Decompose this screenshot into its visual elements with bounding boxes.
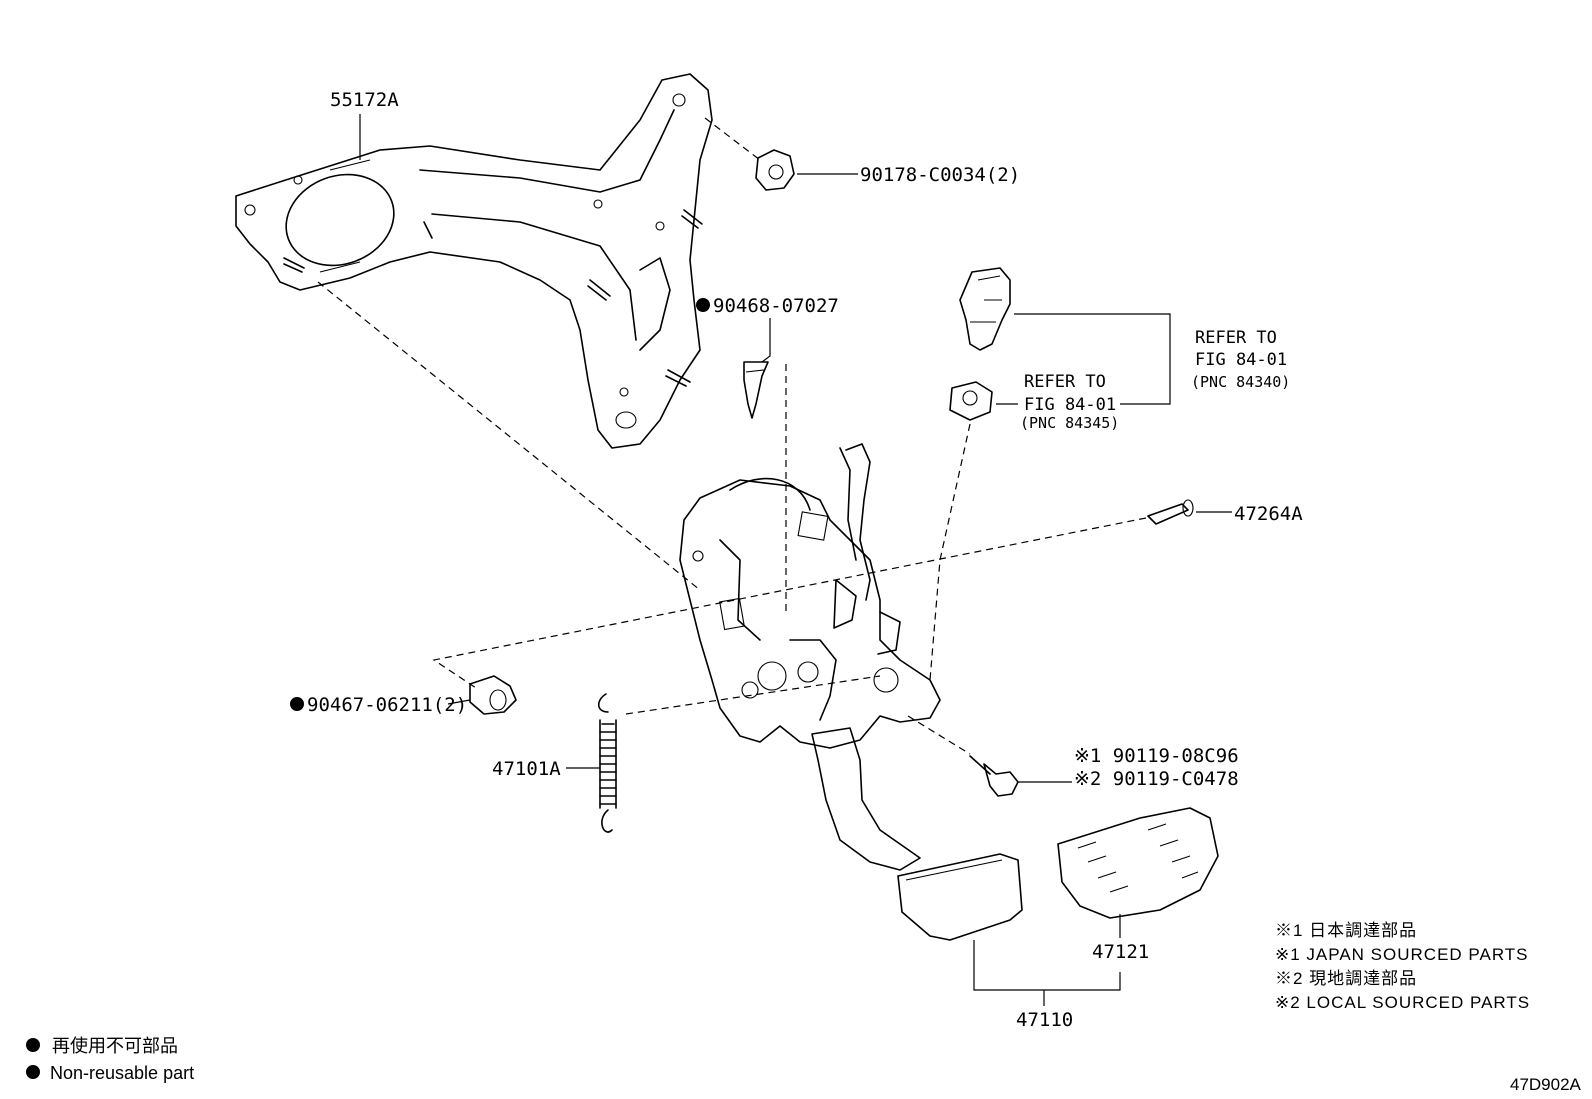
ref-cushion-pnc: (PNC 84345) (1020, 414, 1119, 432)
callout-90468-07027: 90468-07027 (713, 295, 839, 317)
clevis-pin-47264A (1147, 499, 1194, 525)
callout-47101A: 47101A (492, 758, 561, 780)
callout-47264A: 47264A (1234, 503, 1303, 525)
callout-90467-06211: 90467-06211(2) (307, 694, 467, 716)
bushing-90467-06211 (469, 675, 517, 715)
brake-pedal-support-assembly (679, 443, 941, 749)
legend-bullet-icon-2 (26, 1065, 40, 1079)
note-1-jp: ※1 日本調達部品 (1275, 921, 1417, 940)
non-reusable-marker-clip (696, 298, 710, 312)
note-2-jp: ※2 現地調達部品 (1275, 969, 1417, 988)
bolt-90119 (969, 755, 1019, 797)
ref-stop-switch-line2: FIG 84-01 (1195, 350, 1287, 370)
callout-47121: 47121 (1092, 941, 1149, 963)
nut-90178-C0034 (755, 149, 795, 191)
ref-cushion-line2: FIG 84-01 (1024, 395, 1116, 415)
assembly-guide-lines (317, 117, 1147, 755)
callout-90119-08C96: ※1 90119-08C96 (1074, 745, 1239, 767)
ref-stop-switch-line1: REFER TO (1195, 328, 1277, 348)
non-reusable-marker-bushing (290, 697, 304, 711)
ref-cushion-line1: REFER TO (1024, 372, 1106, 392)
note-2-en: ※2 LOCAL SOURCED PARTS (1275, 993, 1530, 1012)
pedal-stopper-cushion (949, 381, 993, 421)
support-bracket-55172A (235, 73, 713, 449)
callout-55172A: 55172A (330, 89, 399, 111)
return-spring-47101A (597, 693, 617, 833)
note-1-en: ※1 JAPAN SOURCED PARTS (1275, 945, 1529, 964)
clip-90468-07027 (743, 361, 769, 419)
callout-47110: 47110 (1016, 1009, 1073, 1031)
legend-bullet-icon-1 (26, 1038, 40, 1052)
callout-90119-C0478: ※2 90119-C0478 (1074, 768, 1239, 790)
diagram-code: 47D902A (1510, 1075, 1582, 1094)
brake-pedal-arm-47110 (811, 727, 1023, 941)
legend-en: Non-reusable part (50, 1063, 194, 1083)
callout-90178-C0034: 90178-C0034(2) (860, 164, 1020, 186)
legend-jp: 再使用不可部品 (52, 1036, 178, 1056)
leader-lines (359, 114, 1232, 1006)
ref-stop-switch-pnc: (PNC 84340) (1191, 373, 1290, 391)
stop-lamp-switch (959, 267, 1011, 351)
pedal-pad-47121 (1057, 807, 1219, 919)
